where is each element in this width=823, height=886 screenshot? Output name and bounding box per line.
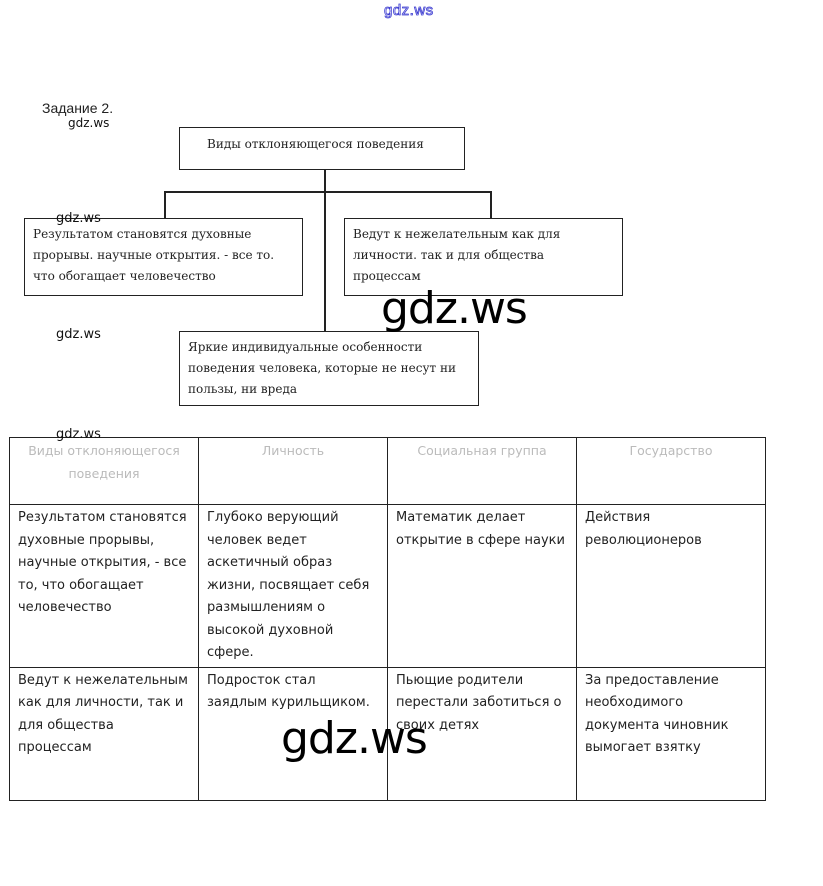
table-cell: Математик делает открытие в сфере науки [387, 504, 577, 668]
watermark-top: gdz.ws [384, 2, 434, 20]
connector-left [164, 191, 166, 218]
table-cell: Подросток стал заядлым курильщиком. [198, 666, 388, 801]
watermark-small: gdz.ws [68, 116, 110, 130]
diagram-left-text: Результатом становятся духовные прорывы.… [33, 227, 275, 283]
table-header-row: Виды отклоняющегося поведения Личность С… [9, 437, 766, 505]
diagram-bottom-text: Яркие индивидуальные особенности поведен… [188, 340, 456, 396]
diagram-right-text: Ведут к нежелательным как для личности. … [353, 227, 561, 283]
diagram-left-box: Результатом становятся духовные прорывы.… [24, 218, 303, 296]
connector-vertical [324, 170, 326, 331]
diagram-right-box: Ведут к нежелательным как для личности. … [344, 218, 623, 296]
table-cell: Пьющие родители перестали заботиться о с… [387, 666, 577, 801]
table-cell: Результатом становятся духовные прорывы,… [9, 504, 199, 668]
header-cell: Государство [576, 437, 766, 505]
watermark-big: gdz.ws [281, 713, 428, 764]
diagram-root-box: Виды отклоняющегося поведения [179, 127, 465, 170]
watermark-small: gdz.ws [56, 211, 101, 226]
header-cell: Виды отклоняющегося поведения [9, 437, 199, 505]
diagram-root-text: Виды отклоняющегося поведения [207, 137, 424, 151]
deviance-table: Виды отклоняющегося поведения Личность С… [9, 437, 766, 801]
table-row: Ведут к нежелательным как для личности, … [9, 666, 766, 801]
table-cell: Ведут к нежелательным как для личности, … [9, 666, 199, 801]
watermark-big: gdz.ws [381, 283, 528, 334]
watermark-small: gdz.ws [56, 427, 101, 442]
table-cell: За предоставление необходимого документа… [576, 666, 766, 801]
watermark-small: gdz.ws [56, 327, 101, 342]
header-cell: Социальная группа [387, 437, 577, 505]
table-row: Результатом становятся духовные прорывы,… [9, 504, 766, 668]
diagram-bottom-box: Яркие индивидуальные особенности поведен… [179, 331, 479, 406]
connector-right [490, 191, 492, 218]
table-cell: Действия революционеров [576, 504, 766, 668]
table-cell: Глубоко верующий человек ведет аскетичны… [198, 504, 388, 668]
task-label: Задание 2. [42, 100, 114, 116]
connector-horizontal [164, 191, 491, 193]
header-cell: Личность [198, 437, 388, 505]
